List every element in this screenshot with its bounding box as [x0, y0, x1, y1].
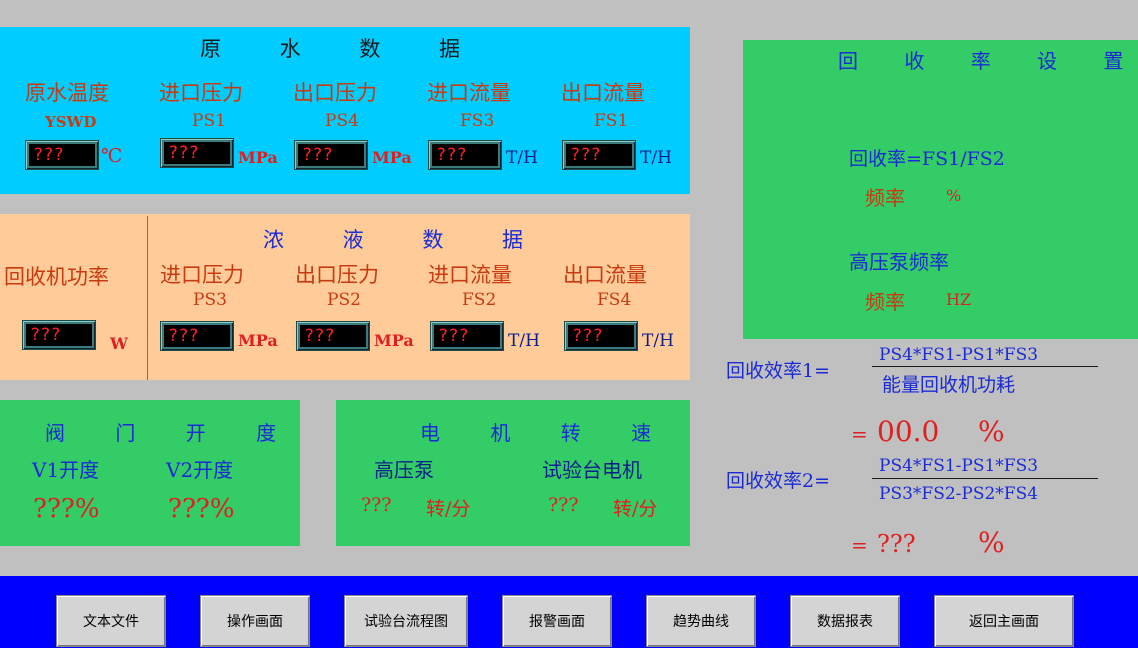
hp-pump-speed-unit: 转/分: [426, 498, 471, 520]
raw-temp-value: ???: [29, 144, 95, 166]
v2-value: ???%: [168, 494, 235, 524]
conc-outlet-flow-display: ???: [564, 321, 638, 351]
test-motor-label: 试验台电机: [542, 458, 642, 482]
raw-outlet-pressure-value: ???: [298, 144, 364, 166]
conc-outlet-pressure-display: ???: [296, 321, 370, 351]
concentrate-title: 浓 液 数 据: [263, 228, 550, 252]
motor-title: 电 机 转 速: [420, 421, 674, 445]
operation-screen-button[interactable]: 操作画面: [200, 595, 310, 647]
conc-inlet-pressure-code: PS3: [193, 290, 227, 310]
concentrate-divider: [147, 216, 148, 380]
v1-label: V1开度: [32, 458, 100, 482]
raw-outlet-pressure-unit: MPa: [372, 148, 412, 167]
efficiency1-unit: %: [978, 415, 1005, 448]
high-pressure-pump-label: 高压泵: [374, 458, 434, 482]
raw-temp-label: 原水温度: [25, 81, 109, 105]
raw-outlet-flow-value: ???: [566, 144, 632, 166]
alarm-screen-button[interactable]: 报警画面: [502, 595, 612, 647]
v2-label: V2开度: [166, 458, 234, 482]
pump-freq-unit: HZ: [946, 290, 972, 309]
raw-inlet-flow-display: ???: [428, 140, 502, 170]
conc-inlet-flow-display: ???: [430, 321, 504, 351]
conc-outlet-flow-unit: T/H: [642, 331, 674, 351]
raw-water-title: 原 水 数 据: [200, 37, 487, 61]
recovery-power-unit: W: [110, 334, 128, 353]
efficiency2-value: ???: [877, 530, 916, 558]
raw-inlet-pressure-code: PS1: [192, 111, 226, 131]
raw-outlet-flow-unit: T/H: [640, 148, 672, 168]
concentrate-panel: 浓 液 数 据 回收机功率 ??? W 进口压力 出口压力 进口流量 出口流量 …: [0, 214, 690, 380]
raw-inlet-flow-label: 进口流量: [427, 81, 511, 105]
recovery-power-label: 回收机功率: [4, 265, 109, 289]
efficiency2-label: 回收效率2=: [726, 470, 831, 492]
conc-outlet-pressure-unit: MPa: [374, 331, 414, 350]
conc-inlet-pressure-unit: MPa: [238, 331, 278, 350]
raw-inlet-pressure-label: 进口压力: [159, 81, 243, 105]
motor-panel: 电 机 转 速 高压泵 试验台电机 ??? 转/分 ??? 转/分: [336, 400, 690, 546]
valve-title: 阀 门 开 度: [45, 421, 299, 445]
recovery-power-display: ???: [22, 320, 96, 350]
conc-inlet-pressure-label: 进口压力: [160, 263, 244, 287]
recovery-freq-unit: %: [946, 186, 962, 205]
raw-outlet-pressure-code: PS4: [325, 111, 359, 131]
raw-inlet-pressure-display: ???: [160, 138, 234, 168]
efficiency2-fraction-line: [872, 478, 1098, 479]
efficiency2-unit: %: [978, 526, 1005, 559]
raw-outlet-flow-label: 出口流量: [561, 81, 645, 105]
recovery-settings-title: 回 收 率 设 置: [838, 49, 1138, 73]
pump-freq-label: 高压泵频率: [849, 250, 949, 274]
conc-outlet-pressure-code: PS2: [327, 290, 361, 310]
raw-inlet-flow-value: ???: [432, 144, 498, 166]
test-bench-flowchart-button[interactable]: 试验台流程图: [344, 595, 468, 647]
raw-temp-display: ???: [25, 140, 99, 170]
conc-inlet-flow-label: 进口流量: [428, 263, 512, 287]
trend-curve-button[interactable]: 趋势曲线: [646, 595, 756, 647]
recovery-freq-label: 频率: [865, 186, 905, 210]
efficiency1-numerator: PS4*FS1-PS1*FS3: [879, 345, 1039, 365]
conc-inlet-pressure-display: ???: [160, 321, 234, 351]
efficiency1-equals: =: [851, 422, 868, 446]
raw-temp-code: YSWD: [45, 113, 97, 131]
conc-outlet-flow-code: FS4: [597, 290, 632, 310]
conc-inlet-flow-unit: T/H: [508, 331, 540, 351]
recovery-settings-panel: 回 收 率 设 置 回收率=FS1/FS2 频率 % 高压泵频率 频率 HZ: [743, 40, 1138, 339]
recovery-formula: 回收率=FS1/FS2: [849, 148, 1005, 170]
efficiency1-denominator: 能量回收机功耗: [882, 374, 1016, 396]
raw-outlet-pressure-display: ???: [294, 140, 368, 170]
raw-inlet-pressure-value: ???: [164, 142, 230, 164]
conc-outlet-flow-value: ???: [568, 325, 634, 347]
pump-freq-sub-label: 频率: [865, 290, 905, 314]
efficiency2-equals: =: [851, 533, 868, 557]
text-file-button[interactable]: 文本文件: [56, 595, 166, 647]
conc-inlet-flow-value: ???: [434, 325, 500, 347]
efficiency1-value: 00.0: [877, 415, 940, 448]
test-motor-speed-unit: 转/分: [613, 498, 658, 520]
raw-outlet-flow-code: FS1: [594, 111, 629, 131]
raw-outlet-flow-display: ???: [562, 140, 636, 170]
conc-outlet-pressure-value: ???: [300, 325, 366, 347]
conc-outlet-pressure-label: 出口压力: [295, 263, 379, 287]
recovery-power-value: ???: [26, 324, 92, 346]
raw-inlet-pressure-unit: MPa: [238, 148, 278, 167]
raw-water-panel: 原 水 数 据 原水温度 进口压力 出口压力 进口流量 出口流量 YSWD PS…: [0, 27, 690, 194]
test-motor-speed-value: ???: [548, 494, 579, 516]
hp-pump-speed-value: ???: [361, 494, 392, 516]
raw-outlet-pressure-label: 出口压力: [293, 81, 377, 105]
raw-inlet-flow-unit: T/H: [506, 148, 538, 168]
return-main-screen-button[interactable]: 返回主画面: [934, 595, 1074, 647]
efficiency1-fraction-line: [872, 366, 1098, 367]
conc-outlet-flow-label: 出口流量: [563, 263, 647, 287]
v1-value: ???%: [33, 494, 100, 524]
efficiency2-denominator: PS3*FS2-PS2*FS4: [879, 484, 1039, 504]
raw-inlet-flow-code: FS3: [460, 111, 495, 131]
valve-panel: 阀 门 开 度 V1开度 V2开度 ???% ???%: [0, 400, 300, 546]
efficiency1-label: 回收效率1=: [726, 360, 831, 382]
conc-inlet-flow-code: FS2: [462, 290, 497, 310]
data-report-button[interactable]: 数据报表: [790, 595, 900, 647]
raw-temp-unit: ℃: [101, 145, 123, 167]
efficiency2-numerator: PS4*FS1-PS1*FS3: [879, 456, 1039, 476]
conc-inlet-pressure-value: ???: [164, 325, 230, 347]
